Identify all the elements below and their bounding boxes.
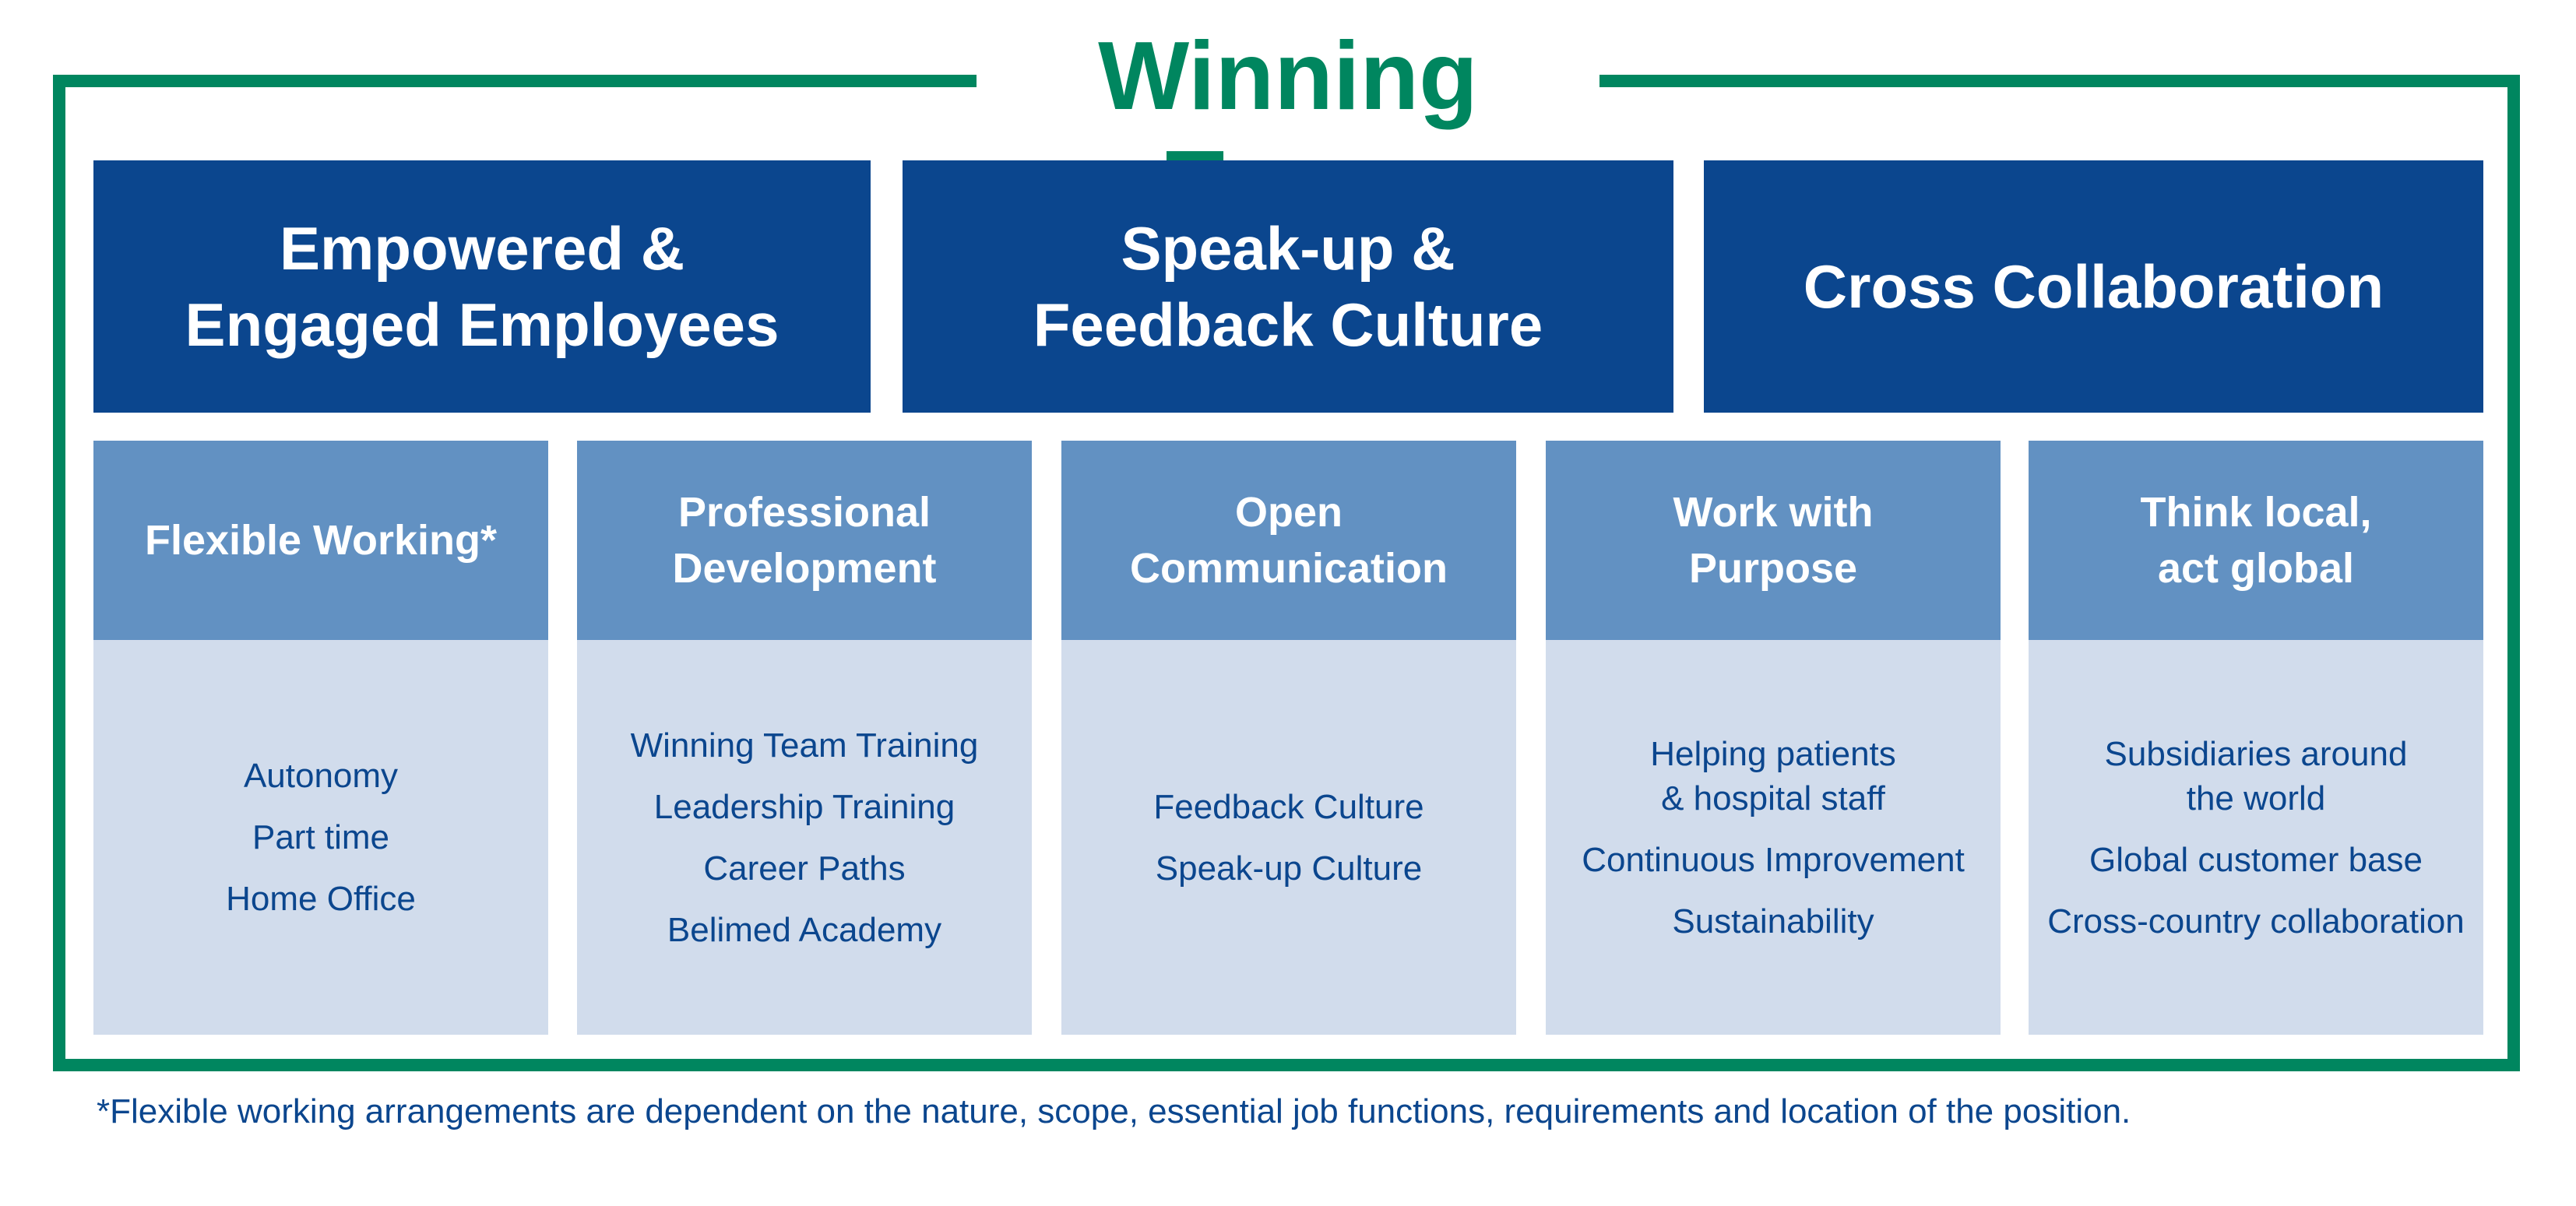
- list-item: Autonomy: [243, 757, 399, 795]
- diagram-frame: [53, 75, 2520, 1071]
- column-body: Winning Team Training Leadership Trainin…: [577, 640, 1032, 1035]
- column-header: Work with Purpose: [1546, 441, 2001, 640]
- list-item: Sustainability: [1672, 902, 1874, 941]
- column-work-with-purpose: Work with Purpose Helping patients & hos…: [1546, 441, 2001, 1035]
- column-header: Professional Development: [577, 441, 1032, 640]
- list-item: Speak-up Culture: [1155, 849, 1423, 888]
- list-item: Career Paths: [703, 849, 906, 888]
- column-body: Helping patients & hospital staff Contin…: [1546, 640, 2001, 1035]
- list-item: Part time: [252, 818, 390, 856]
- pillar-empowered-engaged-employees: Empowered & Engaged Employees: [93, 160, 871, 413]
- list-item: Feedback Culture: [1153, 787, 1424, 826]
- list-item: Winning Team Training: [630, 726, 979, 765]
- list-item: Continuous Improvement: [1582, 840, 1965, 879]
- pillar-speak-up-feedback-culture: Speak-up & Feedback Culture: [903, 160, 1673, 413]
- column-header: Flexible Working*: [93, 441, 548, 640]
- list-item: Home Office: [226, 880, 416, 918]
- footnote: *Flexible working arrangements are depen…: [97, 1092, 2131, 1130]
- column-open-communication: Open Communication Feedback Culture Spea…: [1061, 441, 1516, 1035]
- list-item: Belimed Academy: [667, 910, 942, 949]
- column-header: Think local, act global: [2029, 441, 2483, 640]
- column-body: Feedback Culture Speak-up Culture: [1061, 640, 1516, 1035]
- pillar-cross-collaboration: Cross Collaboration: [1704, 160, 2483, 413]
- list-item: Cross-country collaboration: [2047, 902, 2465, 941]
- list-item: Helping patients & hospital staff: [1650, 734, 1896, 817]
- list-item: Subsidiaries around the world: [2104, 734, 2408, 817]
- diagram-title: Winning Team: [977, 22, 1599, 239]
- list-item: Leadership Training: [653, 787, 955, 826]
- column-header: Open Communication: [1061, 441, 1516, 640]
- column-think-local-act-global: Think local, act global Subsidiaries aro…: [2029, 441, 2483, 1035]
- list-item: Global customer base: [2089, 840, 2423, 879]
- column-body: Subsidiaries around the world Global cus…: [2029, 640, 2483, 1035]
- column-professional-development: Professional Development Winning Team Tr…: [577, 441, 1032, 1035]
- column-flexible-working: Flexible Working* Autonomy Part time Hom…: [93, 441, 548, 1035]
- column-body: Autonomy Part time Home Office: [93, 640, 548, 1035]
